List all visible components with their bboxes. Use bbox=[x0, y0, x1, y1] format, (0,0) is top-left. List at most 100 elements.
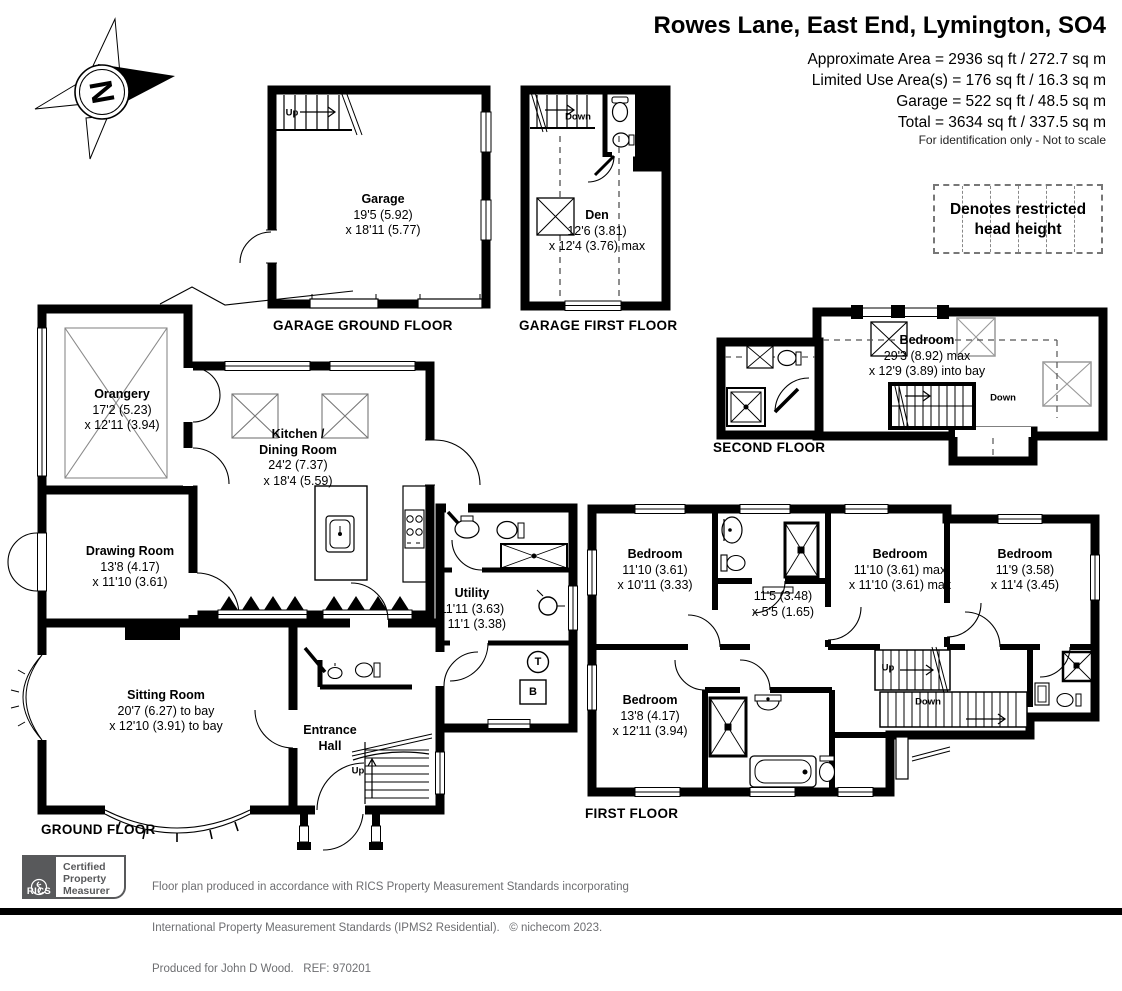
ground-floor-plan bbox=[7, 286, 578, 851]
tank-symbol-label: T bbox=[534, 656, 542, 668]
basin-icon bbox=[454, 519, 480, 539]
sitting-room-bottom-bay bbox=[104, 805, 251, 842]
sitting-hall-door bbox=[254, 709, 298, 749]
skylight-icon bbox=[536, 197, 575, 236]
first-floor-doors bbox=[674, 580, 1071, 691]
rics-lion-icon bbox=[30, 878, 48, 896]
ensuite-fixtures bbox=[1034, 650, 1094, 708]
shower-room-fixtures bbox=[454, 515, 568, 569]
first-stairs-down-label: Down bbox=[915, 696, 941, 708]
interior-walls bbox=[592, 509, 1095, 792]
second-floor-plan bbox=[716, 305, 1108, 466]
garage-ground-floor-label: GARAGE GROUND FLOOR bbox=[273, 318, 453, 333]
area-line-limited: Limited Use Area(s) = 176 sq ft / 16.3 s… bbox=[811, 72, 1106, 89]
toilet-icon bbox=[496, 520, 518, 540]
garage-doors bbox=[309, 294, 483, 309]
toilet-icon bbox=[354, 662, 374, 678]
toilet-icon bbox=[777, 349, 797, 367]
hall-wc-fixtures bbox=[327, 662, 381, 680]
den-stairs bbox=[529, 88, 595, 133]
rics-certified-badge: RICS Certified Property Measurer bbox=[22, 855, 126, 899]
restricted-head-height-legend: Denotes restricted head height bbox=[933, 184, 1103, 254]
hob-icon bbox=[404, 509, 425, 549]
radiator-icon bbox=[762, 586, 794, 594]
boiler-symbol-label: B bbox=[529, 686, 537, 698]
boundary-break-line bbox=[159, 286, 354, 306]
second-stairs bbox=[888, 381, 976, 431]
toilet-icon bbox=[818, 761, 836, 783]
toilet-icon bbox=[1056, 692, 1074, 708]
second-stairs-down-label: Down bbox=[990, 392, 1016, 404]
tank-symbol bbox=[526, 650, 550, 674]
certified-property-measurer-label: Certified Property Measurer bbox=[56, 855, 126, 899]
drawing-room-french-doors bbox=[7, 532, 47, 592]
toilet-icon bbox=[611, 101, 629, 123]
ground-floor-label: GROUND FLOOR bbox=[41, 822, 156, 837]
basin-icon bbox=[327, 666, 343, 680]
den-wc-fixtures bbox=[611, 96, 635, 148]
chimney-breast bbox=[125, 627, 180, 640]
restricted-head-height-lines bbox=[725, 339, 1058, 458]
garage-first-floor-plan bbox=[520, 85, 671, 311]
second-bay-window bbox=[851, 305, 949, 319]
kitchen-skylights bbox=[231, 393, 369, 439]
skylight-gray-icons bbox=[956, 317, 1092, 407]
drawing-room-opening bbox=[188, 572, 240, 616]
kitchen-hall-door bbox=[425, 439, 481, 486]
orangery-doors bbox=[183, 367, 230, 486]
page-title: Rowes Lane, East End, Lymington, SO4 bbox=[653, 12, 1106, 39]
utility-hall-door bbox=[435, 651, 479, 687]
rics-logo: RICS bbox=[22, 855, 56, 899]
second-floor-label: SECOND FLOOR bbox=[713, 440, 826, 455]
bifold-doors bbox=[217, 596, 413, 620]
floorplan-page: { "header": { "title": "Rowes Lane, East… bbox=[0, 12, 1122, 976]
area-line-approximate: Approximate Area = 2936 sq ft / 272.7 sq… bbox=[807, 51, 1106, 68]
garage-stairs bbox=[276, 88, 363, 136]
sitting-room-side-bay bbox=[10, 654, 47, 741]
footer-disclaimer: Floor plan produced in accordance with R… bbox=[152, 880, 629, 976]
first-floor-label: FIRST FLOOR bbox=[585, 806, 679, 821]
ground-stairs-up-label: Up bbox=[351, 765, 365, 777]
bottom-border-bar bbox=[0, 908, 1122, 915]
first-floor-stairs bbox=[874, 646, 1028, 780]
bathroom-fixtures bbox=[720, 516, 820, 594]
legend-text: Denotes restricted head height bbox=[949, 201, 1087, 238]
garage-stairs-down-label: Down bbox=[565, 111, 591, 123]
garage-stairs-up-label: Up bbox=[285, 107, 299, 119]
garage-windows bbox=[480, 111, 492, 241]
hall-kitchen-door bbox=[350, 582, 389, 628]
disclaimer-text: For identification only - Not to scale bbox=[918, 133, 1106, 147]
room-label-kitchen: Kitchen /Dining Room 24'2 (7.37)x 18'4 (… bbox=[259, 427, 337, 488]
front-door bbox=[315, 762, 365, 851]
garage-first-floor-label: GARAGE FIRST FLOOR bbox=[519, 318, 678, 333]
toilet-icon bbox=[726, 554, 746, 572]
room-label-bathroom-dims: 11'5 (3.48)x 5'5 (1.65) bbox=[751, 589, 815, 619]
utility-sink-icon bbox=[538, 596, 558, 616]
hall-stairs bbox=[351, 733, 433, 804]
skylight-icon bbox=[870, 321, 908, 357]
second-bathroom-fixtures bbox=[726, 345, 802, 427]
first-stairs-up-label: Up bbox=[881, 662, 895, 674]
compass-icon: N bbox=[34, 17, 175, 160]
orangery-roof-lantern bbox=[64, 327, 168, 479]
porch bbox=[297, 814, 383, 850]
area-summary: Approximate Area = 2936 sq ft / 272.7 sq… bbox=[807, 49, 1106, 133]
family-bathroom-fixtures bbox=[708, 694, 836, 788]
garage-side-door bbox=[239, 229, 277, 264]
area-line-total: Total = 3634 sq ft / 337.5 sq m bbox=[897, 114, 1106, 131]
first-floor-plan bbox=[587, 504, 1100, 797]
boiler-symbol bbox=[519, 679, 547, 705]
kitchen-counter bbox=[402, 485, 427, 583]
kitchen-island bbox=[314, 485, 368, 581]
